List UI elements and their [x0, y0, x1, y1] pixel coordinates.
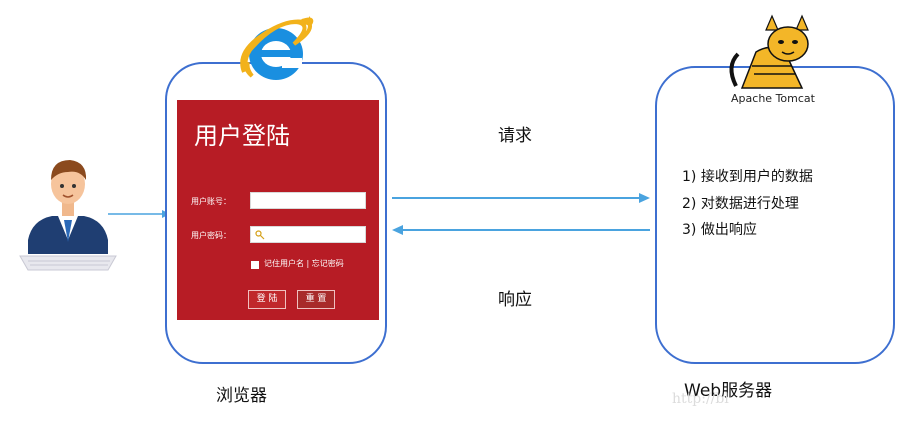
login-title: 用户登陆	[194, 122, 290, 150]
ie-logo-icon: i	[240, 16, 314, 80]
server-caption: Web服务器	[684, 381, 773, 401]
tomcat-label: Apache Tomcat	[731, 92, 815, 105]
step-2: 2) 对数据进行处理	[682, 196, 799, 212]
response-label: 响应	[498, 290, 532, 310]
user-icon	[19, 160, 117, 271]
login-panel	[177, 100, 379, 320]
server-frame	[655, 66, 895, 364]
login-button[interactable]: 登 陆	[248, 290, 286, 309]
response-arrow	[392, 225, 650, 235]
step-3: 3) 做出响应	[682, 222, 757, 238]
step-1: 1) 接收到用户的数据	[682, 169, 813, 185]
password-input[interactable]	[250, 226, 366, 243]
remember-options[interactable]: 记住用户名 | 忘记密码	[264, 259, 344, 268]
account-input[interactable]	[250, 192, 366, 209]
browser-caption: 浏览器	[216, 386, 267, 406]
svg-text:i: i	[308, 16, 311, 27]
key-icon	[255, 230, 265, 240]
request-label: 请求	[498, 126, 532, 146]
password-label: 用户密码：	[191, 231, 231, 240]
request-arrow	[392, 193, 650, 203]
watermark: http://bl	[672, 391, 729, 407]
account-label: 用户账号：	[191, 197, 231, 206]
user-to-browser-arrow	[108, 210, 170, 218]
reset-button[interactable]: 重 置	[297, 290, 335, 309]
tomcat-logo-icon	[729, 14, 809, 89]
remember-checkbox[interactable]	[251, 261, 259, 269]
